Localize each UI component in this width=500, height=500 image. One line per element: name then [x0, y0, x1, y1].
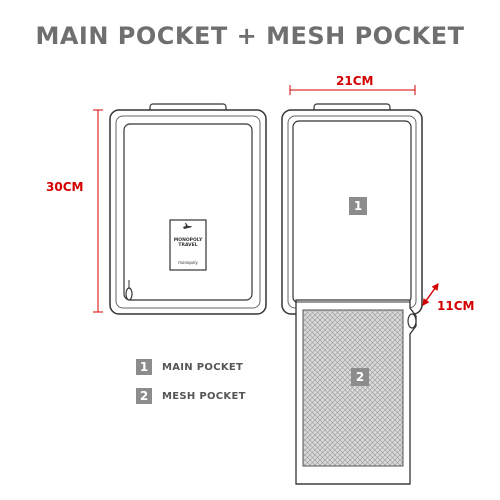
zipper-pull-icon [125, 280, 133, 301]
legend-mesh-pocket: 2 MESH POCKET [136, 387, 246, 405]
front-bag-seam [115, 115, 261, 309]
luggage-tag-frame [169, 219, 207, 271]
legend-label: MAIN POCKET [162, 361, 244, 373]
front-view-bag [109, 103, 267, 315]
tag-label: MONOPOLY TRAVEL [170, 238, 206, 248]
height-dimension-line [93, 109, 103, 313]
mesh-pocket-marker: 2 [351, 368, 369, 386]
legend-main-pocket: 1 MAIN POCKET [136, 358, 243, 376]
page-title: MAIN POCKET + MESH POCKET [35, 22, 465, 50]
legend-number: 1 [136, 359, 152, 375]
depth-label: 11CM [437, 299, 475, 313]
mesh-zipper-pull-icon [407, 313, 417, 329]
mesh-panel [302, 309, 404, 467]
front-zipper-track [123, 123, 253, 301]
height-label: 30CM [46, 180, 84, 194]
tag-line-1: MONOPOLY [173, 238, 203, 243]
plane-icon [183, 223, 192, 229]
tag-line-2: TRAVEL [178, 243, 198, 248]
legend-number: 2 [136, 388, 152, 404]
open-view-bag [281, 103, 423, 485]
width-label: 21CM [336, 74, 374, 88]
depth-dimension-arrow [422, 283, 439, 306]
tag-brand: monopoly [178, 260, 198, 265]
front-bag-body [109, 109, 267, 315]
legend-label: MESH POCKET [162, 390, 246, 402]
main-pocket-marker: 1 [349, 197, 367, 215]
width-dimension-line [289, 85, 416, 95]
